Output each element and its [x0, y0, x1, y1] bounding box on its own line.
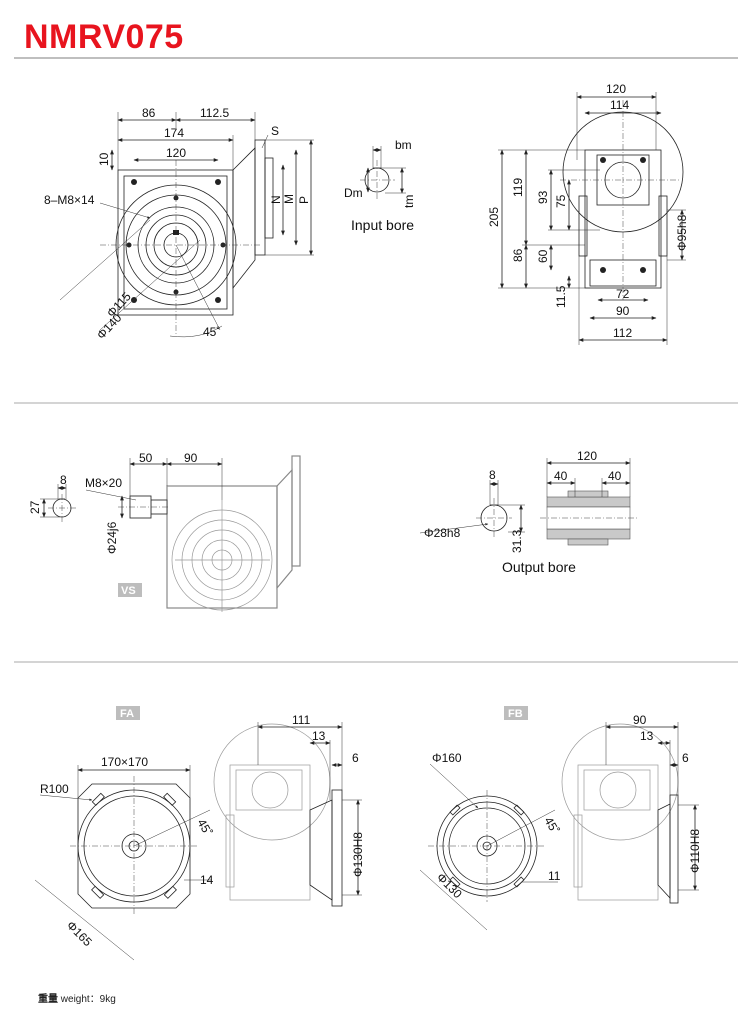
side-112: 112 — [613, 326, 632, 340]
output-bore-caption: Output bore — [502, 559, 576, 575]
fa-flange-side — [213, 723, 343, 907]
fa-r100: R100 — [40, 782, 69, 796]
weight-value: weight：9kg — [60, 994, 116, 1005]
side-60: 60 — [536, 249, 550, 263]
side-phi95: Φ95h8 — [675, 214, 689, 251]
shaft-27: 27 — [28, 500, 42, 514]
fb-tag: FB — [508, 708, 523, 720]
side-view — [560, 100, 684, 300]
vs-view — [118, 455, 301, 612]
output-phi28: Φ28h8 — [424, 526, 461, 540]
fb-13: 13 — [640, 729, 654, 743]
fa-a45: 45˚ — [194, 817, 215, 839]
side-114: 114 — [610, 98, 629, 112]
page-title: NMRV075 — [24, 18, 184, 56]
fb-tag-box — [504, 706, 528, 720]
fa-tag-box — [116, 706, 140, 720]
dim-86: 86 — [142, 106, 156, 120]
fa-tag: FA — [120, 708, 134, 720]
input-dm: Dm — [344, 186, 363, 200]
front-view — [59, 139, 274, 338]
hub-40a: 40 — [554, 469, 568, 483]
side-90: 90 — [616, 304, 630, 318]
fb-flange-side — [561, 723, 679, 904]
side-120: 120 — [606, 82, 626, 96]
hub-40b: 40 — [608, 469, 622, 483]
weight-cn: 重量 — [38, 994, 58, 1005]
fa-6: 6 — [352, 751, 359, 765]
output-bore-view — [476, 498, 512, 538]
fa-phi165: Φ165 — [64, 918, 95, 949]
side-86: 86 — [511, 248, 525, 262]
vs-dim-90: 90 — [184, 451, 198, 465]
input-bore-caption: Input bore — [351, 217, 414, 233]
vs-phi24: Φ24j6 — [105, 521, 119, 554]
weight-label: 重量 weight：9kg — [38, 990, 116, 1005]
bolt-label: 8–M8×14 — [44, 193, 95, 207]
hub-120: 120 — [577, 449, 597, 463]
fb-11: 11 — [548, 869, 561, 883]
input-bore-view — [360, 160, 395, 200]
side-75: 75 — [554, 194, 568, 208]
side-93: 93 — [536, 190, 550, 204]
dim-174: 174 — [164, 126, 184, 140]
shaft-end-view — [48, 494, 76, 522]
output-8: 8 — [489, 468, 496, 482]
dim-m: M — [282, 194, 296, 204]
fb-6: 6 — [682, 751, 689, 765]
input-tm: tm — [402, 195, 416, 208]
output-hub-section — [540, 490, 638, 546]
fb-phi110: Φ110H8 — [688, 829, 702, 873]
vs-tag: VS — [121, 585, 136, 597]
dim-120: 120 — [166, 146, 186, 160]
fa-phi130: Φ130H8 — [351, 832, 365, 877]
angle-45: 45˚ — [203, 325, 220, 339]
fa-13: 13 — [312, 729, 326, 743]
fb-phi160: Φ160 — [432, 751, 462, 765]
vs-tag-box — [118, 583, 142, 597]
vs-dim-50: 50 — [139, 451, 153, 465]
input-bm: bm — [395, 138, 412, 152]
dim-s: S — [271, 124, 279, 138]
shaft-8: 8 — [60, 473, 67, 487]
dim-p: P — [297, 196, 311, 204]
fa-111: 111 — [292, 713, 311, 727]
dim-n: N — [269, 195, 283, 204]
fb-flange-front — [428, 790, 546, 902]
dim-10: 10 — [97, 152, 111, 166]
fb-90: 90 — [633, 713, 647, 727]
output-31-3: 31.3 — [510, 529, 524, 553]
side-205: 205 — [487, 207, 501, 227]
fa-size: 170×170 — [101, 755, 148, 769]
vs-thread: M8×20 — [85, 476, 122, 490]
side-11-5: 11.5 — [554, 285, 568, 308]
side-72: 72 — [616, 287, 630, 301]
fb-a45: 45˚ — [541, 815, 562, 837]
dim-112-5: 112.5 — [200, 106, 229, 120]
fa-14: 14 — [200, 873, 214, 887]
side-119: 119 — [511, 178, 525, 197]
